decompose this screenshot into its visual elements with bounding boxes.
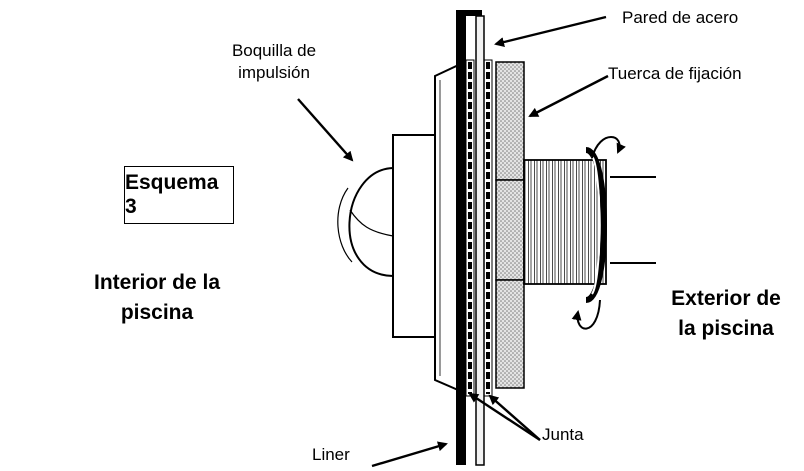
nozzle-body — [392, 134, 436, 338]
leader-arrows — [297, 15, 609, 468]
liner-label: Liner — [312, 445, 350, 464]
gasket — [465, 59, 493, 397]
outlet-pipe — [610, 176, 656, 264]
rotation-arrows — [571, 136, 626, 330]
pool-interior-label: Interior de la piscina — [93, 271, 221, 324]
steel-wall — [475, 15, 485, 466]
locking-nut — [495, 61, 525, 389]
nut-label: Tuerca de fijación — [608, 64, 742, 83]
pool-exterior-label: Exterior de la piscina — [671, 287, 781, 340]
scheme-title-box: Esquema 3 — [124, 166, 234, 224]
threaded-pipe — [523, 147, 607, 303]
nozzle-dome — [337, 167, 394, 277]
scheme-title: Esquema 3 — [125, 171, 219, 218]
nozzle-label: Boquilla de impulsión — [231, 41, 317, 82]
steel-wall-label: Pared de acero — [622, 8, 739, 27]
gasket-label: Junta — [542, 425, 584, 444]
liner — [456, 10, 466, 465]
